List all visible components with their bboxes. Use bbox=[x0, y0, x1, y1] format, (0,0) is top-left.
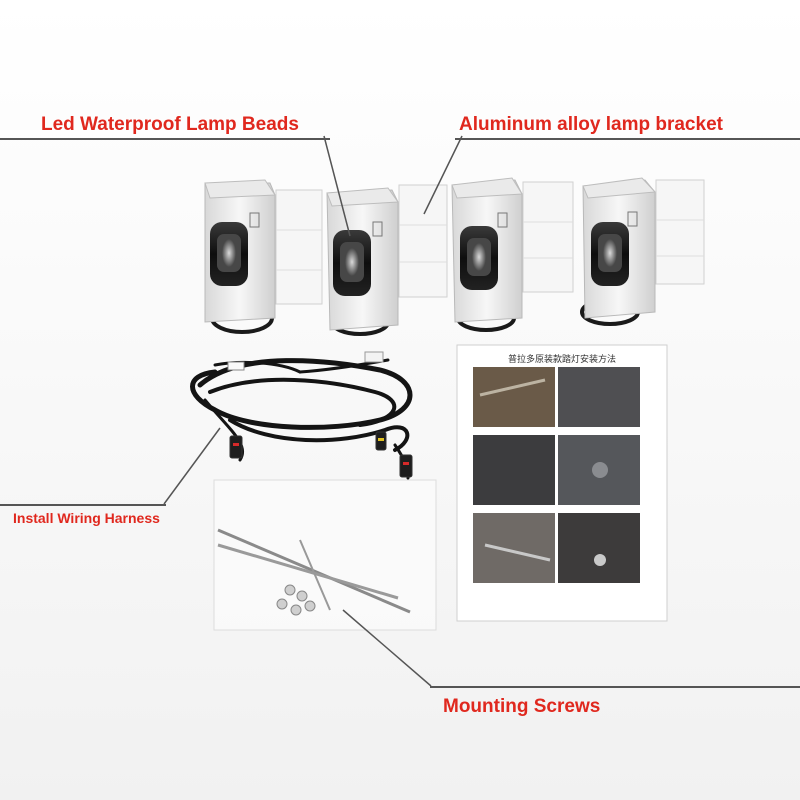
underline-screws bbox=[430, 686, 800, 688]
label-install-wiring-harness: Install Wiring Harness bbox=[13, 510, 160, 526]
label-mounting-screws: Mounting Screws bbox=[443, 696, 601, 717]
underline-bracket bbox=[455, 138, 800, 140]
leader-lines bbox=[163, 135, 463, 687]
lamp-bracket-4 bbox=[580, 177, 705, 326]
underline-lamp-beads bbox=[0, 138, 330, 140]
lamp-bracket-2 bbox=[326, 184, 448, 336]
instruction-sheet-title: 普拉多原装款踏灯安装方法 bbox=[507, 354, 616, 364]
lamp-bracket-3 bbox=[451, 177, 574, 332]
underline-harness bbox=[0, 504, 166, 506]
label-aluminum-alloy-lamp-bracket: Aluminum alloy lamp bracket bbox=[459, 114, 723, 135]
screw-bag bbox=[213, 479, 437, 631]
wiring-harness bbox=[190, 351, 413, 480]
label-led-waterproof-lamp-beads: Led Waterproof Lamp Beads bbox=[41, 114, 299, 135]
instruction-sheet bbox=[456, 344, 668, 622]
lamp-bracket-1 bbox=[204, 179, 323, 334]
